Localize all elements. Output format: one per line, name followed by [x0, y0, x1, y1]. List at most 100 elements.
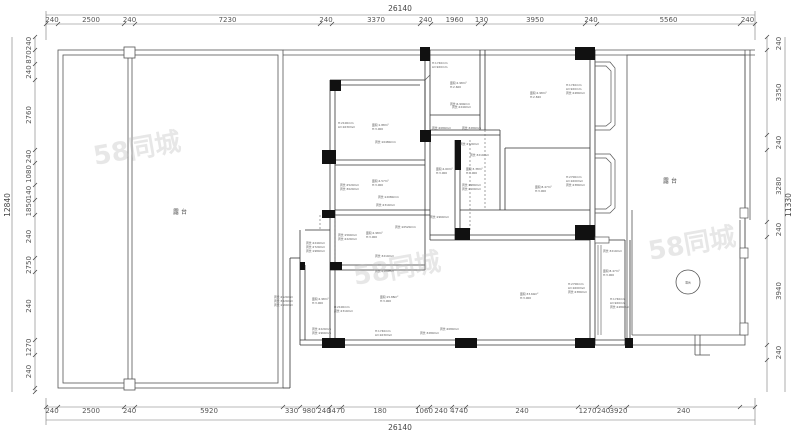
annotation: 周长:3280mm [462, 126, 481, 130]
top-dimension-label: 240 [319, 16, 332, 24]
annotation: H:2700mm [568, 282, 584, 286]
top-dimension-label: 3370 [367, 16, 385, 24]
window-lines [597, 245, 602, 335]
bottom-dimension-label: 980 [302, 407, 315, 415]
bottom-dimension-label: 330 [285, 407, 298, 415]
left-terrace-outline [57, 49, 284, 389]
dimension-tick [482, 21, 488, 27]
annotation: 面积:2.98m² [366, 231, 383, 235]
annotation: 面积:8.47m² [535, 185, 552, 189]
top-dimension-label: 130 [475, 16, 488, 24]
annotation: H:3.000 [603, 273, 614, 277]
top-dimension-label: 5560 [660, 16, 678, 24]
dimension-tick [339, 404, 345, 410]
dimension-tick [43, 21, 49, 27]
annotation: 周长:2240mm [452, 105, 471, 109]
right-dimension-line [766, 37, 786, 392]
dimension-tick [764, 357, 770, 363]
annotation: H:3.000 [535, 189, 546, 193]
annotation: H:2.600 [450, 85, 461, 89]
dimension-tick [317, 21, 323, 27]
annotation: LD:920mm [610, 301, 626, 305]
annotation: 周长:2100mm [462, 187, 481, 191]
left-dimension-label: 240 [25, 37, 33, 50]
dimension-tick [752, 21, 758, 27]
top-dimension-label: 2500 [82, 16, 100, 24]
right-dimension-label: 3280 [775, 177, 783, 195]
right-terrace-outline [626, 54, 746, 356]
watermark: 58同城 [351, 247, 443, 292]
dimension-tick [417, 21, 423, 27]
annotation: 周长:2520mm [340, 183, 359, 187]
right-dimension-label: 3350 [775, 84, 783, 102]
annotation: 周长:1560mm [338, 233, 357, 237]
room-annotations: 面积:2.98m² H:2.600 周长:6.990mm H:1740mm LD… [274, 61, 629, 337]
annotation: H:3.000 [372, 127, 383, 131]
annotation: 周长:1560mm [274, 303, 293, 307]
total-width-bottom: 26140 [388, 423, 412, 432]
annotation: LD:1630mm [338, 125, 355, 129]
dimension-tick [449, 404, 455, 410]
left-dimension-label: 1850 [25, 199, 33, 217]
small-columns [594, 207, 749, 336]
left-dimension-label: 240 [25, 65, 33, 78]
dimension-tick [43, 404, 49, 410]
right-dimension-label: 240 [775, 346, 783, 359]
top-dimension-line [45, 11, 756, 40]
annotation: 面积:2.98m² [530, 91, 547, 95]
bottom-dimension-label: 240 [45, 407, 58, 415]
dimension-tick [764, 234, 770, 240]
dimension-tick [32, 47, 38, 53]
right-terrace-label: 露 台 [663, 177, 677, 185]
annotation: 周长:2480mm [566, 91, 585, 95]
annotation: H:1740mm [375, 329, 391, 333]
annotation: 周长:2720mm [306, 245, 325, 249]
dimension-tick [32, 34, 38, 40]
dimension-tick [327, 404, 333, 410]
left-dimension-label: 870 [25, 50, 33, 63]
dimension-tick [132, 404, 138, 410]
annotation: H:3.000 [520, 296, 531, 300]
annotation: 周长:2380mm [568, 290, 587, 294]
annotation: LD:1600mm [568, 286, 585, 290]
dimension-tick [764, 342, 770, 348]
bottom-dimension-label: 240 [677, 407, 690, 415]
annotation: 周长:2220mm [312, 327, 331, 331]
left-dimension-labels: 2408702402760240108014018502402750240127… [25, 37, 33, 378]
annotation: 周长:3020mm [274, 299, 293, 303]
annotation: H:3.000 [436, 171, 447, 175]
dimension-tick [737, 21, 743, 27]
annotation: 周长:2220mm [338, 237, 357, 241]
dimension-tick [764, 219, 770, 225]
dimension-ticks [32, 21, 770, 410]
right-dimension-label: 240 [775, 136, 783, 149]
left-dimension-label: 2760 [25, 106, 33, 124]
annotation: H:1740mm [566, 83, 582, 87]
right-dimension-label: 240 [775, 37, 783, 50]
dimension-tick [32, 61, 38, 67]
annotation: 面积:15.88m² [380, 295, 398, 299]
left-dimension-label: 140 [25, 186, 33, 199]
dimension-tick [297, 404, 303, 410]
annotation: 周长:2520mm [274, 295, 293, 299]
bottom-dimension-label: 240 [515, 407, 528, 415]
watermark: 58同城 [91, 127, 183, 172]
left-dimension-label: 240 [25, 299, 33, 312]
dimension-tick [463, 404, 469, 410]
annotation: H:2700mm [566, 175, 582, 179]
left-dimension-label: 1270 [25, 339, 33, 357]
left-dimension-label: 240 [25, 150, 33, 163]
dimension-tick [32, 352, 38, 358]
annotation: 周长:3210mm [470, 153, 489, 157]
annotation: H:1740mm [432, 61, 448, 65]
annotation: LD:920mm [432, 65, 448, 69]
bottom-dimension-line [45, 398, 756, 425]
dimension-tick [329, 21, 335, 27]
dimension-tick [752, 404, 758, 410]
dimension-tick [624, 404, 630, 410]
annotation: 周长:2240mm [306, 241, 325, 245]
watermarks: 58同城 58同城 58同城 [91, 127, 738, 292]
